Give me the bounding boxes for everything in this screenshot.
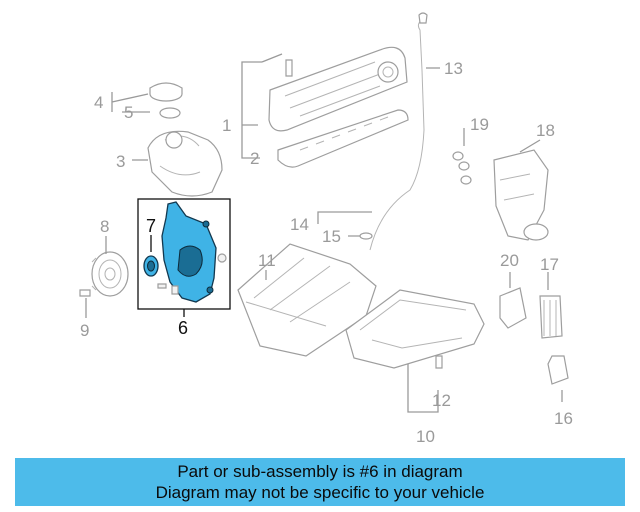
callout-8: 8: [100, 217, 109, 236]
crank-seal-part-highlighted: [143, 255, 159, 277]
callout-20: 20: [500, 251, 519, 270]
callout-18: 18: [536, 121, 555, 140]
callout-14: 14: [290, 215, 309, 234]
callout-1: 1: [222, 116, 231, 135]
oil-cap-seal-part: [159, 107, 181, 119]
callout-10: 10: [416, 427, 435, 446]
upper-timing-cover-part: [147, 130, 223, 197]
valve-cover-part: [268, 46, 408, 132]
info-banner: Part or sub-assembly is #6 in diagram Di…: [15, 458, 625, 506]
callout-17: 17: [540, 255, 559, 274]
callout-19: 19: [470, 115, 489, 134]
housing-seals-part: [452, 151, 472, 185]
timing-cover-part-highlighted: [161, 201, 217, 303]
oil-cap-part: [149, 82, 183, 102]
valve-cover-gasket-part: [277, 109, 409, 168]
upper-oil-pan-part: [237, 243, 377, 357]
callout-4: 4: [94, 93, 103, 112]
dipstick-part: [369, 12, 428, 251]
dipstick-tube-seal: [359, 232, 373, 240]
callout-7: 7: [146, 216, 156, 236]
callout-15: 15: [322, 227, 341, 246]
oil-filter-element-part: [547, 355, 569, 385]
cover-bolts: [157, 253, 227, 295]
callout-11: 11: [258, 251, 276, 270]
pulley-bolt-part: [79, 289, 91, 297]
callout-12: 12: [432, 391, 451, 410]
oil-filter-housing-part: [493, 149, 549, 241]
callout-2: 2: [250, 149, 259, 168]
callout-9: 9: [80, 321, 89, 340]
drain-plug-part: [435, 355, 443, 369]
banner-line-1: Part or sub-assembly is #6 in diagram: [177, 462, 463, 481]
lower-oil-pan-part: [345, 289, 485, 369]
banner-line-2: Diagram may not be specific to your vehi…: [155, 483, 485, 502]
callout-5: 5: [124, 103, 133, 122]
crank-pulley-part: [91, 251, 129, 297]
callout-6: 6: [178, 318, 188, 338]
parts-diagram: 13 1 2 4 5 3 8 9: [79, 12, 573, 446]
callout-3: 3: [116, 152, 125, 171]
oil-filter-part: [539, 295, 563, 339]
callout-16: 16: [554, 409, 573, 428]
oil-sensor-part: [499, 287, 527, 329]
callout-13: 13: [444, 59, 463, 78]
